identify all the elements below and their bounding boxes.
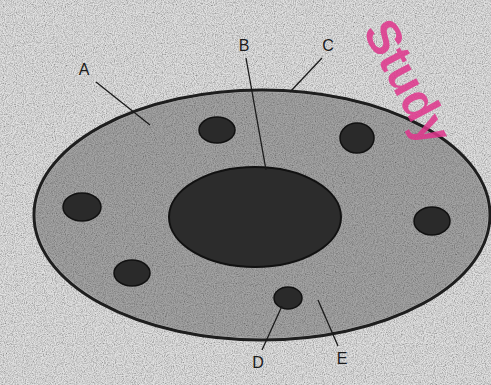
part-label: E (337, 351, 348, 367)
leader-lines (96, 58, 338, 350)
part-label: D (252, 355, 264, 371)
organelle (199, 117, 235, 143)
watermark: Study (356, 12, 461, 152)
organelles (63, 117, 450, 309)
part-label: B (239, 38, 250, 54)
leader-line (290, 58, 322, 92)
organelle (340, 123, 374, 153)
leader-line (246, 58, 266, 170)
organelle (114, 260, 150, 286)
organelle (414, 207, 450, 235)
leader-line (318, 300, 338, 346)
organelle (63, 193, 101, 221)
part-label: C (322, 38, 334, 54)
leader-line (96, 82, 150, 125)
part-label: A (79, 62, 90, 78)
organelle (274, 287, 302, 309)
leader-line (262, 306, 282, 350)
nucleus (169, 167, 341, 267)
